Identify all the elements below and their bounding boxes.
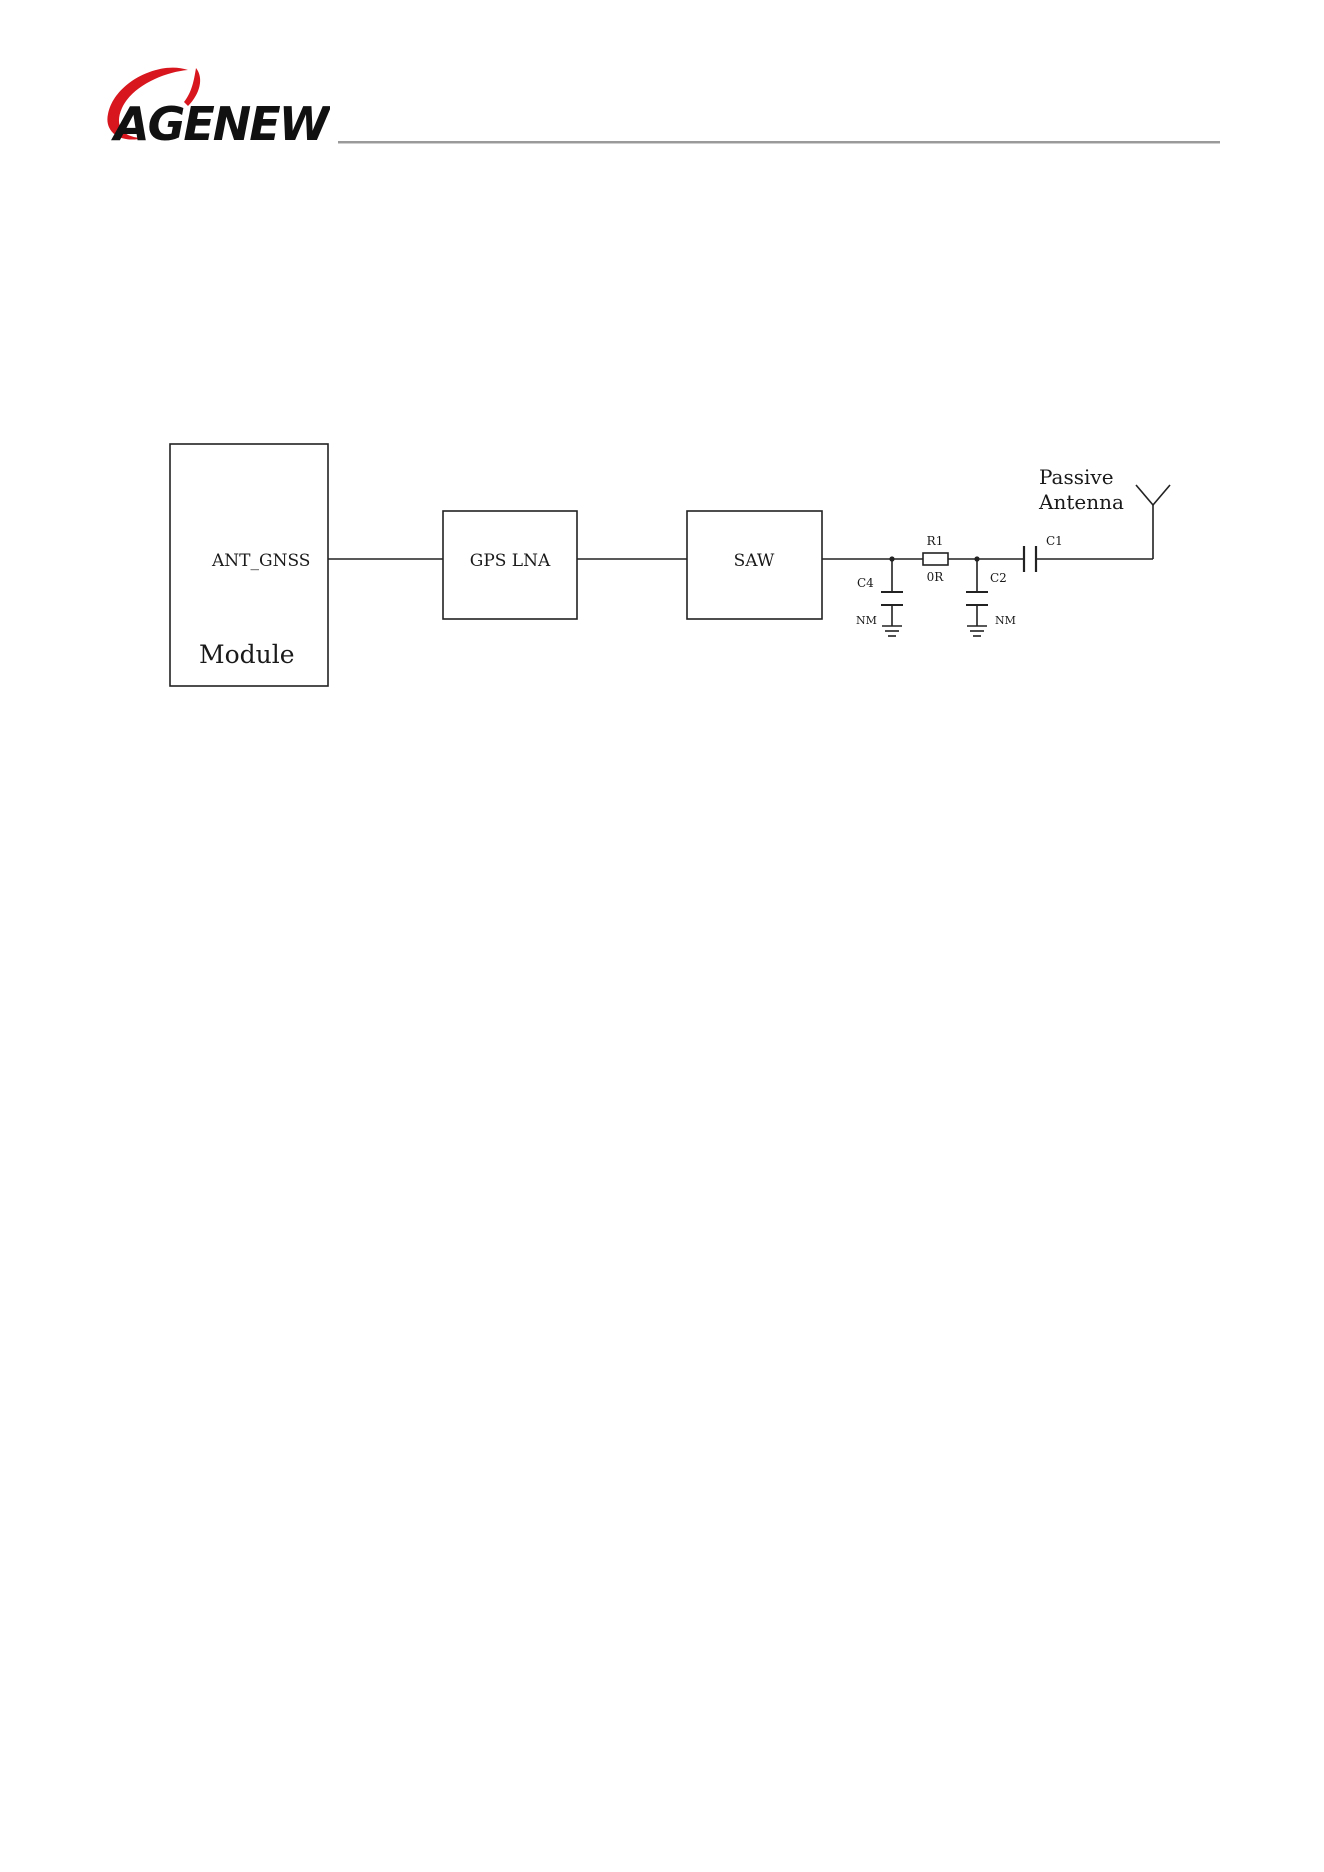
saw-label: SAW bbox=[734, 551, 775, 571]
module-pin-label: ANT_GNSS bbox=[211, 551, 310, 571]
c1-ref: C1 bbox=[1046, 534, 1063, 548]
antenna-label-line2: Antenna bbox=[1038, 490, 1124, 514]
junction-c4 bbox=[889, 556, 894, 561]
c2-value: NM bbox=[995, 614, 1016, 627]
lna-label: GPS LNA bbox=[470, 551, 551, 571]
c4-value: NM bbox=[856, 614, 877, 627]
r1-resistor bbox=[923, 553, 948, 565]
c2-ref: C2 bbox=[990, 571, 1007, 585]
antenna-label-line1: Passive bbox=[1039, 465, 1114, 489]
antenna-arm-right bbox=[1153, 485, 1170, 505]
c4-ref: C4 bbox=[857, 576, 874, 590]
r1-value: 0R bbox=[927, 570, 945, 584]
junction-c2 bbox=[974, 556, 979, 561]
r1-ref: R1 bbox=[927, 534, 944, 548]
antenna-arm-left bbox=[1136, 485, 1153, 505]
module-name-label: Module bbox=[199, 640, 295, 669]
